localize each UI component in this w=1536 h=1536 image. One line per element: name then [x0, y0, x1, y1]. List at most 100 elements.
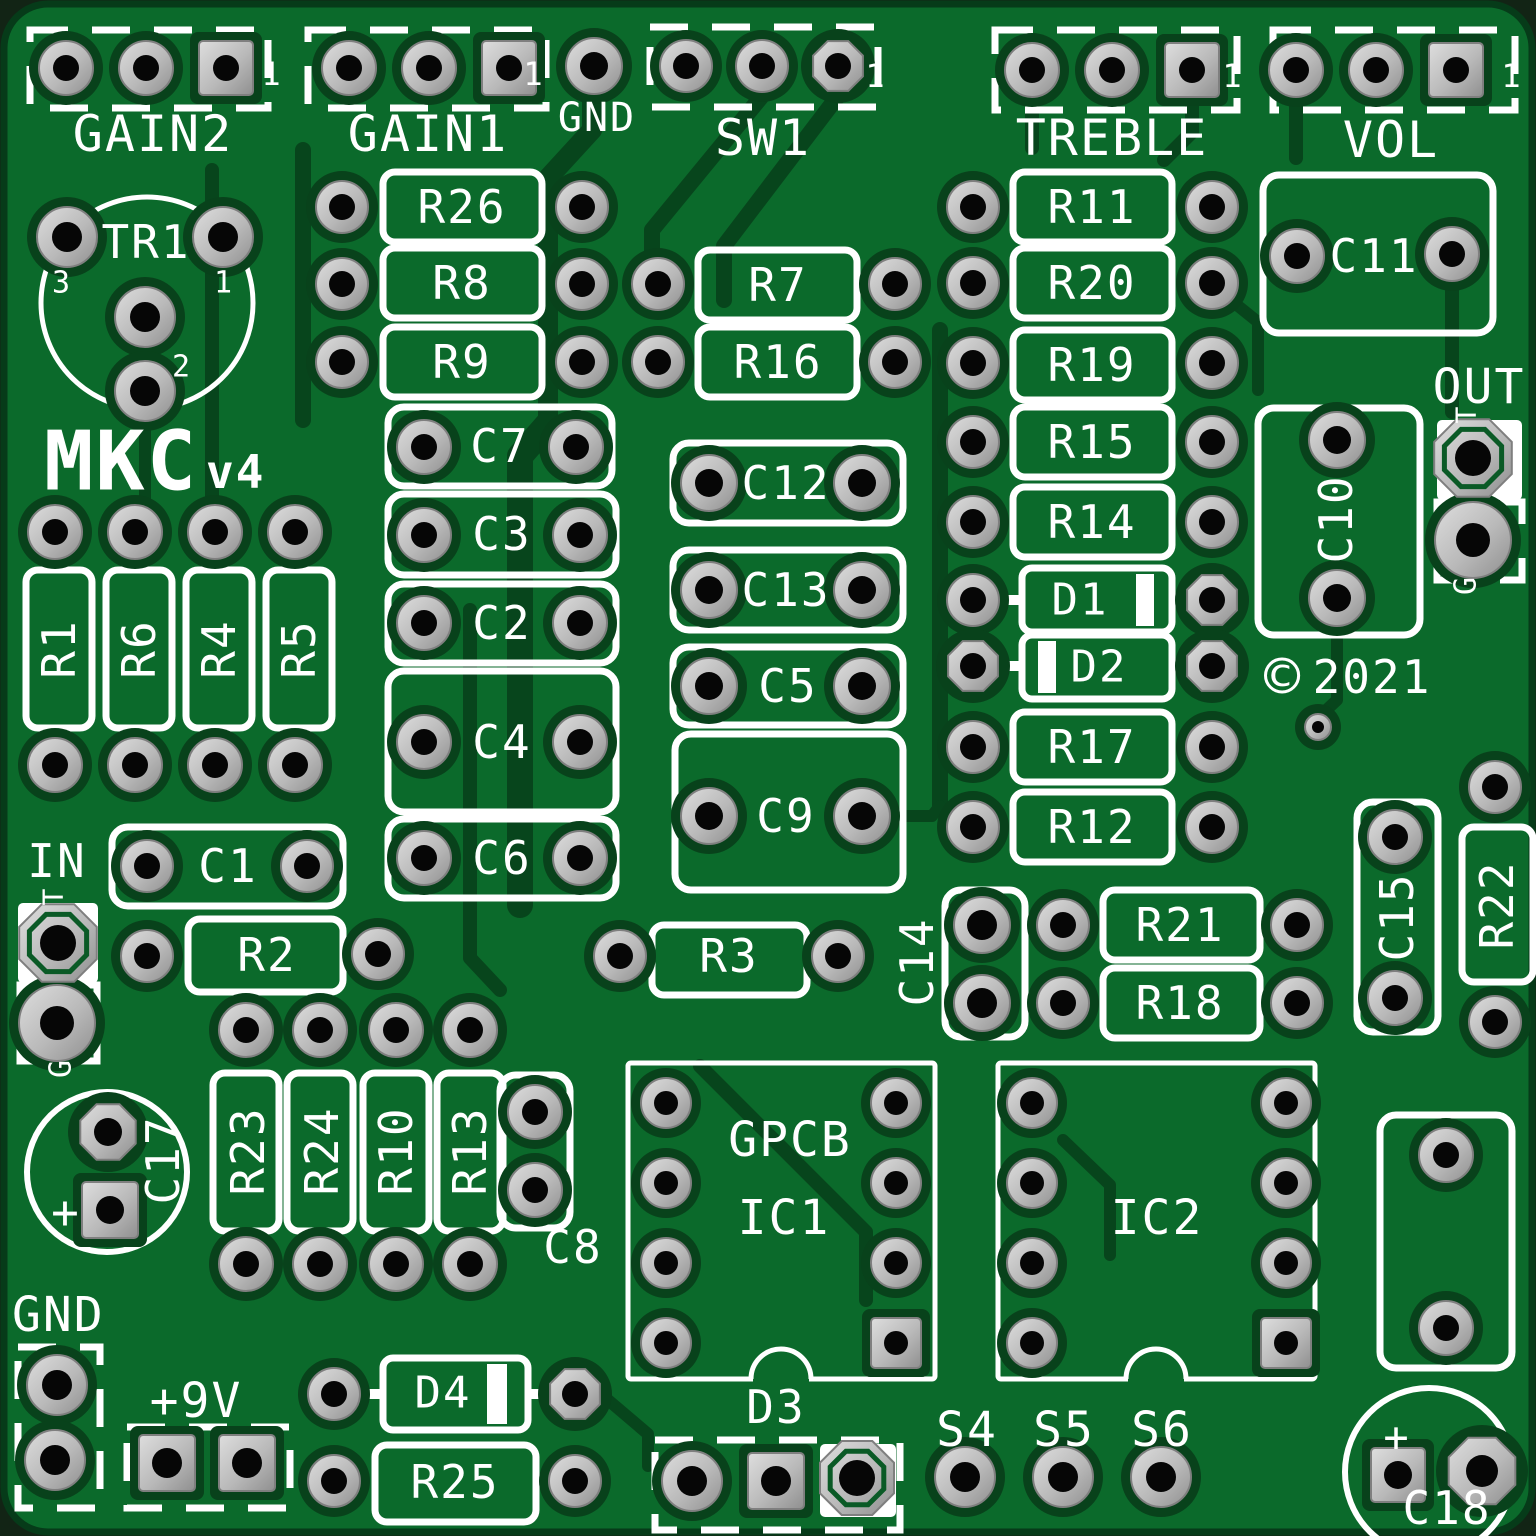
- r15-pad-hole: [1199, 429, 1225, 455]
- c14-pad-hole: [967, 988, 997, 1018]
- d3-pad-ring: [827, 1448, 887, 1508]
- r2-label: R2: [237, 928, 296, 982]
- pad-hole: [457, 1017, 483, 1043]
- gain1-pin1: 1: [523, 55, 544, 93]
- ic1-pad-hole: [884, 1171, 908, 1195]
- r17-outline: [1009, 708, 1176, 786]
- in-tip-pad-ring: [26, 911, 90, 975]
- c9-pad-hole: [848, 802, 876, 830]
- ic2-pad-hole: [1274, 1091, 1298, 1115]
- c5-pad-hole: [848, 672, 876, 700]
- r20-outline: [1009, 244, 1176, 322]
- c15-pad-hole: [1382, 985, 1408, 1011]
- copper-trace: [1157, 89, 1199, 167]
- d3-pad-hole: [839, 1460, 875, 1496]
- gain1-pad-hole: [336, 55, 362, 81]
- d4-band: [487, 1364, 507, 1424]
- copyright-symbol: ©: [1264, 642, 1302, 712]
- copper-trace: [507, 411, 561, 918]
- r11-label: R11: [1047, 180, 1136, 234]
- r21-pad-hole: [1050, 912, 1076, 938]
- tr1-pin3: 3: [52, 266, 72, 301]
- gnd-box: [14, 1343, 104, 1512]
- plus9v-pad-hole: [232, 1448, 262, 1478]
- r16-label: R16: [733, 335, 822, 389]
- d3-pad-hole: [761, 1466, 791, 1496]
- copper-trace: [538, 86, 602, 434]
- r10-label: R10: [369, 1106, 423, 1195]
- r2-pad-hole: [134, 943, 160, 969]
- r5-outline: [262, 566, 336, 732]
- pad-hole: [233, 1017, 259, 1043]
- r19-pad-hole: [960, 350, 986, 376]
- out-label: OUT: [1433, 359, 1526, 415]
- tr1-pad-hole: [130, 302, 160, 332]
- treble-pin1: 1: [1222, 57, 1243, 95]
- r14-pad-hole: [1199, 509, 1225, 535]
- c13-label: C13: [741, 563, 830, 617]
- r15-pad-hole: [960, 429, 986, 455]
- c1-pad-hole: [294, 853, 320, 879]
- gain2-pad-hole: [133, 55, 159, 81]
- sw1-pad-hole: [673, 53, 699, 79]
- tr1-label: TR1: [101, 215, 190, 269]
- c6-pad-hole: [567, 845, 593, 871]
- pad-hole: [122, 752, 148, 778]
- c8-label: C8: [543, 1220, 602, 1274]
- c13-pad-hole: [695, 576, 723, 604]
- plus9v-pad-hole: [152, 1448, 182, 1478]
- c18-label: C18: [1402, 1481, 1491, 1535]
- pad-hole: [457, 1251, 483, 1277]
- pad-hole: [202, 752, 228, 778]
- r17-pad-hole: [1199, 734, 1225, 760]
- r21-outline: [1099, 886, 1264, 964]
- d4-label: D4: [415, 1368, 472, 1419]
- ic2-notch: [1123, 1346, 1189, 1380]
- r8-label: R8: [432, 256, 491, 310]
- r14-label: R14: [1047, 495, 1136, 549]
- plus9v-box: [123, 1423, 294, 1512]
- c8-pad-hole: [522, 1177, 548, 1203]
- r21-pad-hole: [1284, 912, 1310, 938]
- c11-pad-hole: [1284, 243, 1310, 269]
- d2-pad-hole: [1199, 653, 1225, 679]
- r12-outline: [1009, 788, 1176, 866]
- ic1-pad-hole: [654, 1091, 678, 1115]
- c6-label: C6: [472, 831, 531, 885]
- c6-pad-hole: [411, 845, 437, 871]
- ic1-pad-hole: [884, 1251, 908, 1275]
- c15-label: C15: [1370, 872, 1424, 961]
- gnd-pad-hole: [40, 1445, 70, 1475]
- tr1-pad-hole: [208, 222, 238, 252]
- d1-band: [1136, 574, 1154, 626]
- pad-hole: [307, 1251, 333, 1277]
- pad-hole: [42, 752, 68, 778]
- r1-label: R1: [32, 619, 86, 678]
- s5-label: S5: [1033, 1402, 1095, 1458]
- c4-pad-hole: [411, 729, 437, 755]
- c17-pad-plus-hole: [96, 1196, 124, 1224]
- c3-pad-hole: [567, 522, 593, 548]
- c12-label: C12: [741, 456, 830, 510]
- r13-label: R13: [443, 1106, 497, 1195]
- gain1-pad-hole: [416, 55, 442, 81]
- r19-outline: [1009, 326, 1176, 404]
- r16-pad-hole: [882, 349, 908, 375]
- in-tip-label: T: [37, 887, 70, 906]
- r5-label: R5: [272, 619, 326, 678]
- c10-label: C10: [1309, 474, 1363, 563]
- r21-label: R21: [1135, 898, 1224, 952]
- c11-label: C11: [1329, 229, 1418, 283]
- c4-label: C4: [472, 715, 531, 769]
- r19-pad-hole: [1199, 350, 1225, 376]
- r4-outline: [182, 566, 256, 732]
- gpcb-label: GPCB: [728, 1112, 852, 1168]
- r25-label: R25: [410, 1455, 499, 1509]
- gain2-pad-1-hole: [213, 55, 239, 81]
- r9-pad-hole: [329, 349, 355, 375]
- logo-v4: v4: [206, 445, 265, 499]
- c3-pad-hole: [411, 522, 437, 548]
- r11-outline: [1009, 168, 1176, 246]
- c12-pad-hole: [695, 469, 723, 497]
